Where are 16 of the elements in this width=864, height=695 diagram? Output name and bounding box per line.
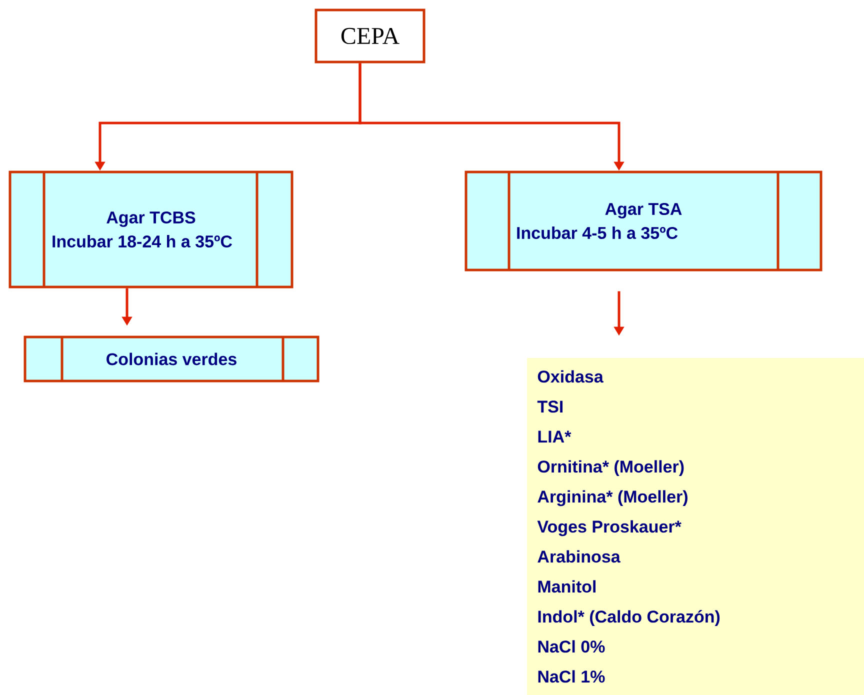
test-name: Arginina* (Moeller) [538, 490, 688, 506]
test-name: NaCl 1% [538, 670, 605, 683]
process-box: Agar TCBS Incubar 18-24 h a 35ºC [8, 170, 294, 288]
test-name: LIA* [538, 430, 572, 442]
process-box: Colonias verdes [24, 336, 320, 382]
test-name: Indol* (Caldo Corazón) [538, 610, 720, 626]
test-name: Voges Proskauer* [537, 520, 682, 536]
process-box: Agar TSA Incubar 4-5 h a 35ºC [464, 170, 822, 272]
test-name: NaCl 0% [538, 640, 605, 653]
test-name: Arabinosa [538, 550, 620, 563]
test-name: Ornitina* (Moeller) [538, 460, 684, 476]
test-list-panel [527, 358, 864, 695]
test-name: Manitol [538, 580, 596, 593]
test-name: TSI [537, 400, 563, 413]
process-box: CEPA [314, 8, 426, 64]
test-name: Oxidasa [538, 370, 604, 383]
